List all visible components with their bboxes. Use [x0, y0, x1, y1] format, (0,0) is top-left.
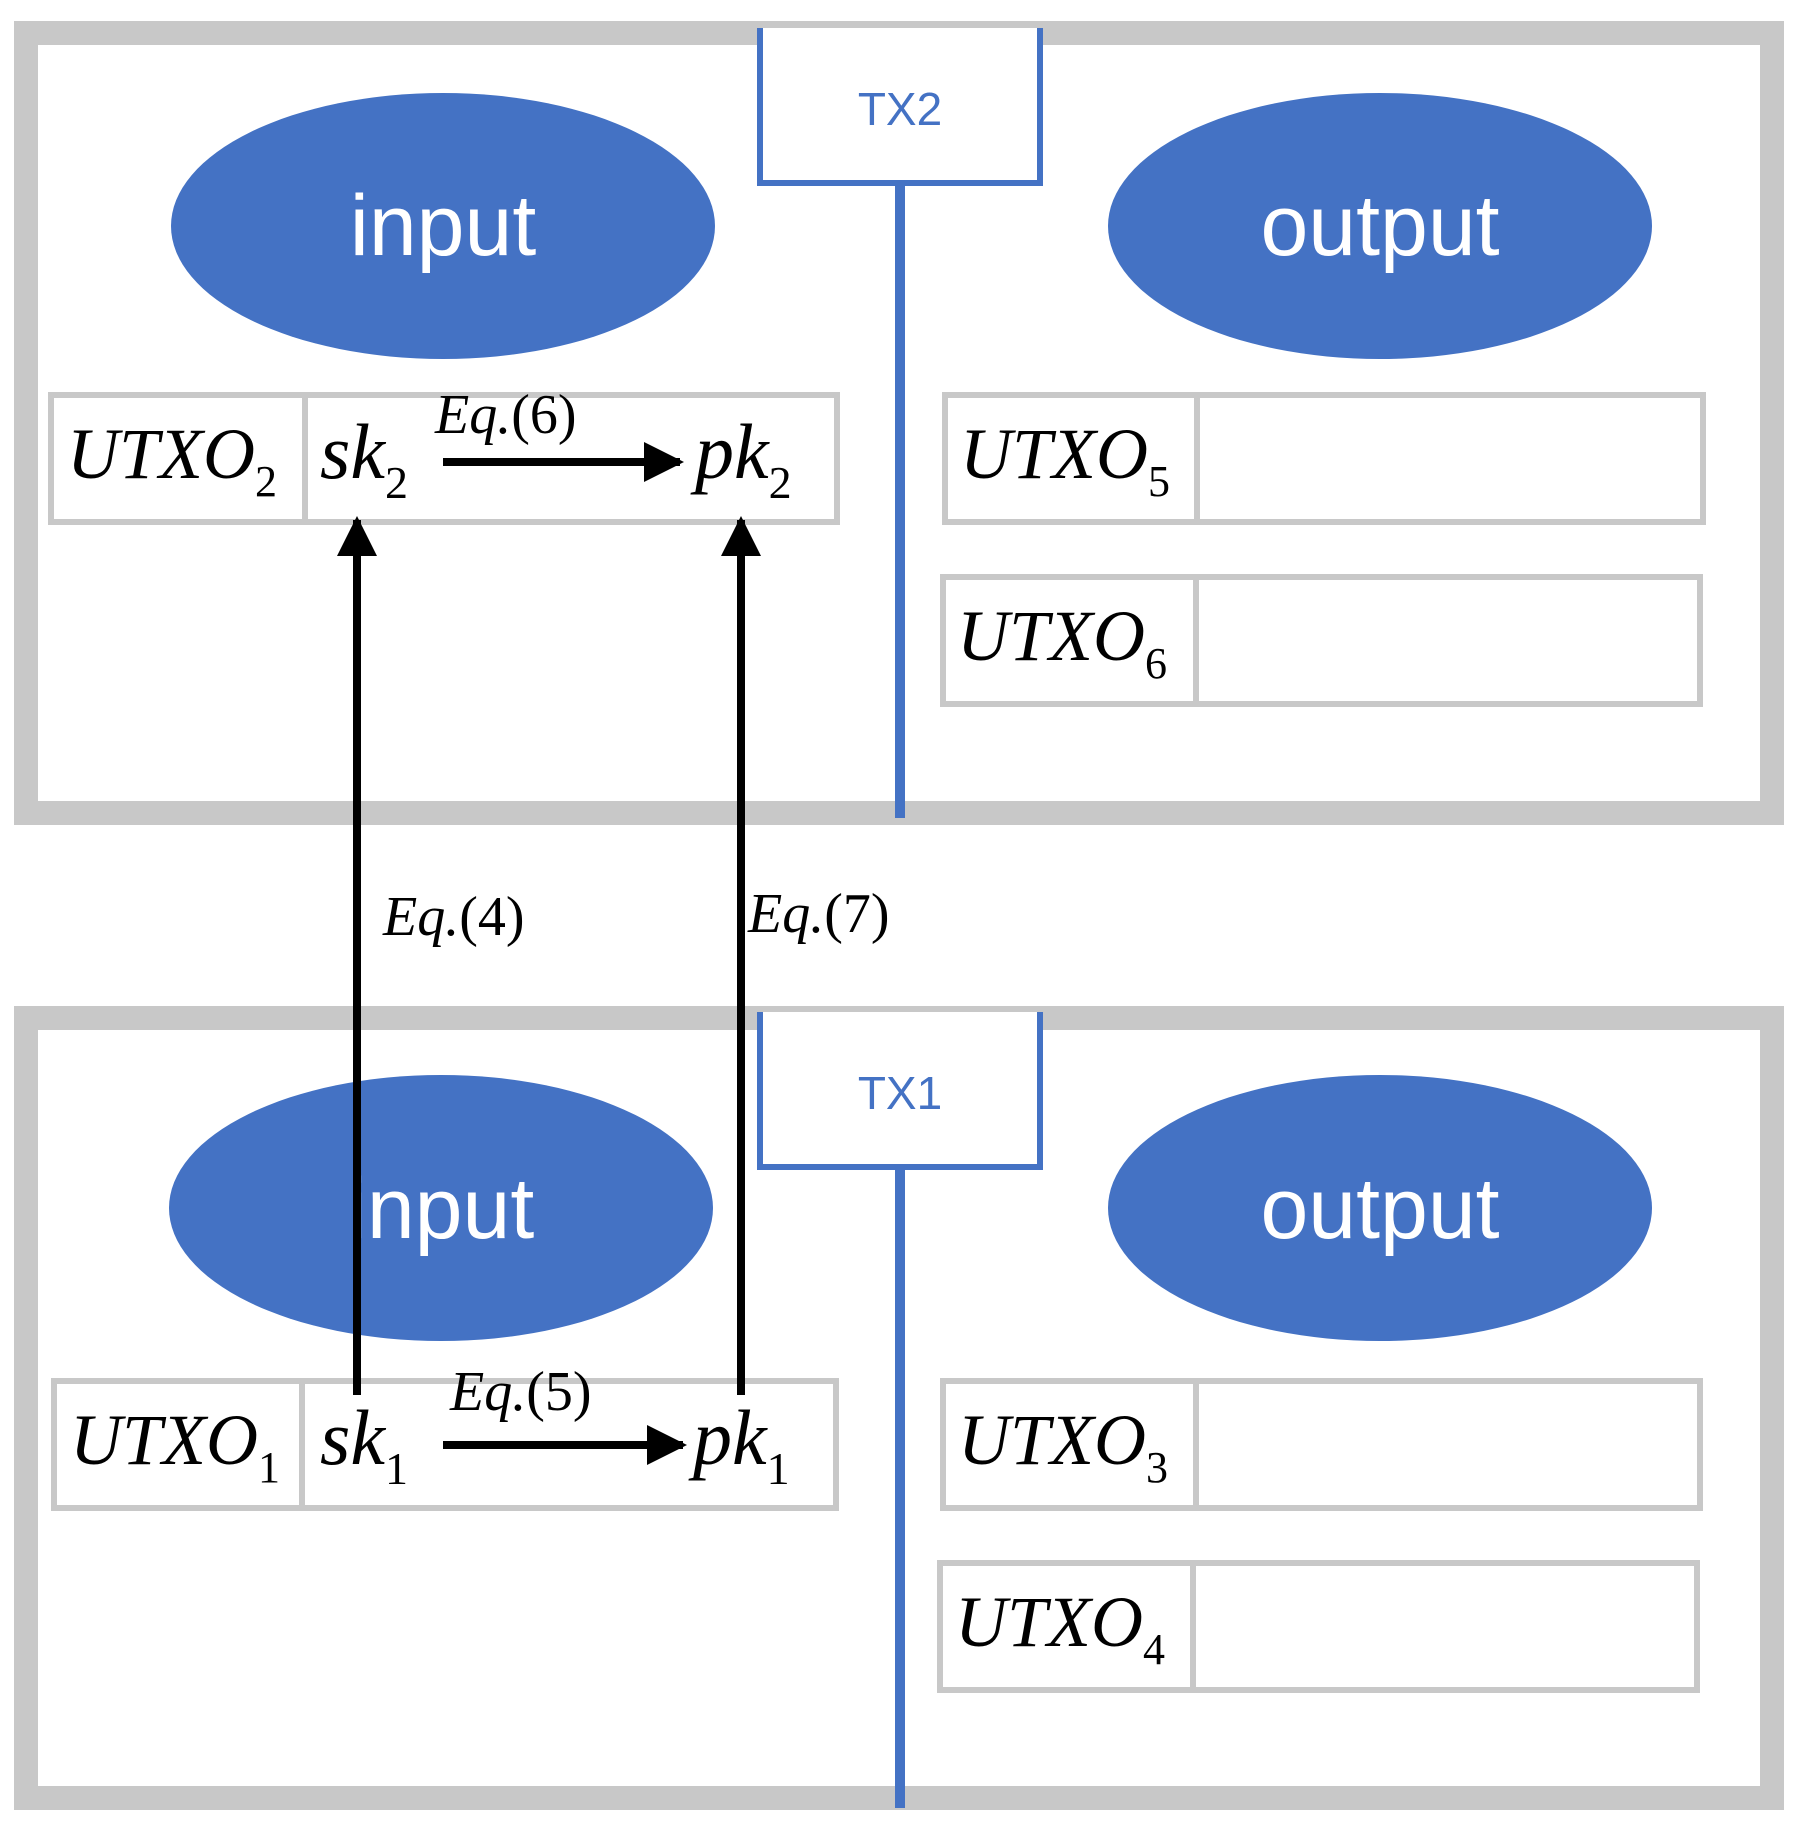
tx2-eq6-label: Eq.(6): [434, 384, 577, 446]
tx2-input-utxo: UTXO2: [67, 414, 277, 506]
tx2-pk: pk2: [690, 408, 792, 508]
tx2-input-row: UTXO2 sk2 pk2 Eq.(6): [48, 384, 840, 525]
tx1-pk: pk1: [688, 1394, 790, 1494]
tx2-output-utxo-5: UTXO5: [960, 414, 1170, 506]
tx1-output-utxo-3: UTXO3: [958, 1400, 1168, 1492]
tx2-output-ellipse: [1108, 93, 1652, 359]
tx2-input-ellipse: [171, 93, 715, 359]
tx1-sk: sk1: [320, 1394, 408, 1494]
tx2-block: TX2 input output UTXO2 sk2 pk2 Eq.(6) UT…: [14, 21, 1784, 825]
tx2-sk: sk2: [320, 408, 408, 508]
tx2-output-row-5-box: [942, 392, 1706, 525]
tx2-input-label: input: [350, 178, 537, 274]
tx2-output-row-6-box: [940, 574, 1703, 707]
tx2-output-row-5: UTXO5: [942, 392, 1706, 525]
tx1-output-utxo-4: UTXO4: [955, 1582, 1165, 1674]
tx1-output-row-3: UTXO3: [940, 1378, 1703, 1511]
tx1-output-row-4-box: [937, 1560, 1700, 1693]
tx1-output-row-3-box: [940, 1378, 1703, 1511]
eq7-label: Eq.(7): [747, 883, 890, 945]
tx1-input-ellipse: [169, 1075, 713, 1341]
tx1-input-label: input: [348, 1161, 535, 1257]
eq4-label: Eq.(4): [382, 886, 525, 948]
tx1-input-utxo: UTXO1: [70, 1400, 280, 1492]
tx1-label: TX1: [858, 1067, 942, 1119]
tx2-label: TX2: [858, 83, 942, 135]
tx2-output-row-6: UTXO6: [940, 574, 1703, 707]
tx1-output-row-4: UTXO4: [937, 1560, 1700, 1693]
cross-links: Eq.(4) Eq.(7): [337, 516, 890, 1395]
tx2-output-label: output: [1260, 178, 1499, 274]
tx1-output-label: output: [1260, 1161, 1499, 1257]
tx1-input-row: UTXO1 sk1 pk1 Eq.(5): [51, 1361, 839, 1511]
tx1-eq5-label: Eq.(5): [449, 1361, 592, 1423]
tx1-output-ellipse: [1108, 1075, 1652, 1341]
tx1-block: TX1 input output UTXO1 sk1 pk1 Eq.(5) UT…: [14, 1006, 1784, 1810]
tx2-output-utxo-6: UTXO6: [957, 596, 1167, 688]
